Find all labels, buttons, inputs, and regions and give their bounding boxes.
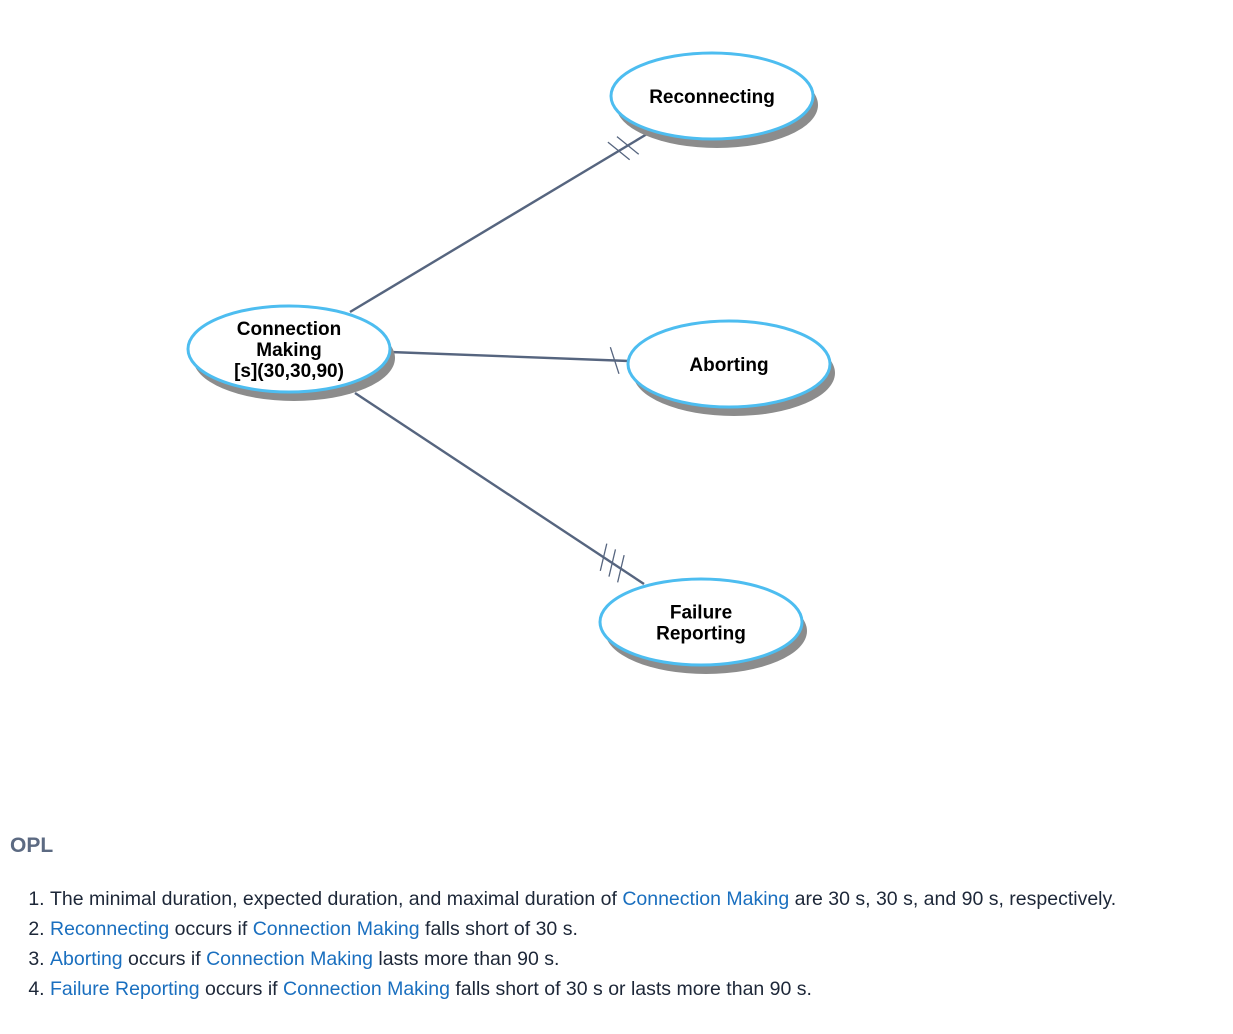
opl-sentence: Aborting occurs if Connection Making las… bbox=[50, 944, 1116, 974]
opl-entity-link[interactable]: Connection Making bbox=[283, 978, 450, 1000]
condition-tick-mark bbox=[616, 136, 640, 155]
process-label-line: Aborting bbox=[689, 355, 768, 376]
opl-entity-link[interactable]: Connection Making bbox=[206, 948, 374, 970]
opl-text: are 30 s, 30 s, and 90 s, respectively. bbox=[789, 888, 1117, 910]
opl-text: occurs if bbox=[122, 948, 207, 970]
link-line bbox=[349, 129, 653, 314]
link-line bbox=[389, 350, 630, 363]
opl-sentence: Reconnecting occurs if Connection Making… bbox=[50, 914, 1116, 944]
opl-heading: OPL bbox=[10, 834, 54, 857]
condition-tick-mark bbox=[609, 346, 620, 374]
opl-text: occurs if bbox=[199, 978, 284, 1000]
process-ellipse bbox=[186, 304, 392, 394]
process-reconnecting[interactable]: Reconnecting bbox=[609, 51, 818, 148]
opl-entity-link[interactable]: Connection Making bbox=[622, 888, 790, 910]
opl-sentence: Failure Reporting occurs if Connection M… bbox=[50, 974, 1116, 1004]
opl-sentence-list: The minimal duration, expected duration,… bbox=[0, 884, 1116, 1004]
opl-text: lasts more than 90 s. bbox=[373, 948, 560, 970]
opl-text: falls short of 30 s. bbox=[419, 918, 578, 940]
link-connection-making-to-reconnecting[interactable] bbox=[349, 129, 653, 314]
condition-tick-mark bbox=[599, 543, 608, 572]
process-ellipse bbox=[609, 51, 815, 141]
process-label-line: Reconnecting bbox=[649, 87, 775, 108]
link-connection-making-to-failure-reporting[interactable] bbox=[354, 391, 645, 586]
process-label-line: Making bbox=[256, 340, 321, 361]
opl-entity-link[interactable]: Connection Making bbox=[252, 918, 420, 940]
opl-sentence: The minimal duration, expected duration,… bbox=[50, 884, 1116, 914]
condition-tick-mark bbox=[607, 141, 631, 161]
opl-entity-link[interactable]: Reconnecting bbox=[50, 918, 170, 940]
condition-tick-mark bbox=[608, 549, 617, 577]
links-layer bbox=[349, 129, 653, 586]
process-ellipse bbox=[626, 319, 832, 409]
opl-text: The minimal duration, expected duration,… bbox=[50, 888, 623, 910]
link-line bbox=[354, 391, 645, 586]
process-aborting[interactable]: Aborting bbox=[626, 319, 835, 416]
opl-text: occurs if bbox=[169, 918, 253, 940]
process-label-line: Connection bbox=[237, 319, 342, 340]
opl-entity-link[interactable]: Aborting bbox=[50, 948, 123, 970]
process-ellipse bbox=[598, 577, 804, 667]
condition-tick-mark bbox=[617, 554, 625, 583]
opl-entity-link[interactable]: Failure Reporting bbox=[50, 978, 200, 1000]
process-label-line: [s](30,30,90) bbox=[234, 361, 344, 382]
opl-text: falls short of 30 s or lasts more than 9… bbox=[449, 978, 812, 1000]
process-label-line: Failure bbox=[670, 603, 732, 624]
link-connection-making-to-aborting[interactable] bbox=[389, 346, 630, 374]
process-label-line: Reporting bbox=[656, 624, 746, 645]
